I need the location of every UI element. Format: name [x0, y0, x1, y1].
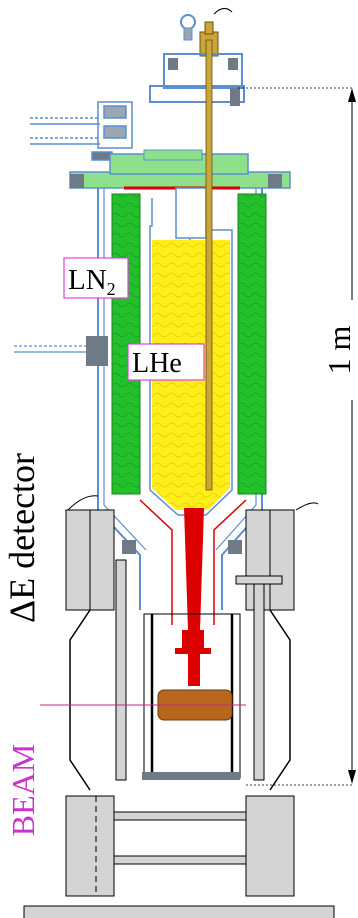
detector-label: ΔE detector: [2, 453, 42, 623]
side-pipes: [30, 101, 133, 161]
ln2-label: LN: [68, 264, 107, 296]
lhe-label-box: LHe: [127, 343, 205, 381]
svg-text:LN2: LN2: [68, 264, 116, 299]
ln2-label-box: LN2: [63, 257, 129, 299]
vertical-rod: [205, 39, 213, 491]
ln2-subscript: 2: [107, 279, 116, 299]
detector-plates: [23, 495, 335, 918]
side-port: [14, 336, 108, 366]
top-feedthrough: [149, 8, 245, 106]
height-label: 1 m: [321, 325, 357, 374]
dimension-marker: [238, 87, 356, 786]
lhe-label: LHe: [132, 348, 182, 379]
beam-label: BEAM: [5, 744, 41, 836]
ln2-jacket: [111, 193, 267, 495]
red-cone: [139, 499, 247, 625]
red-stem: [175, 508, 211, 686]
